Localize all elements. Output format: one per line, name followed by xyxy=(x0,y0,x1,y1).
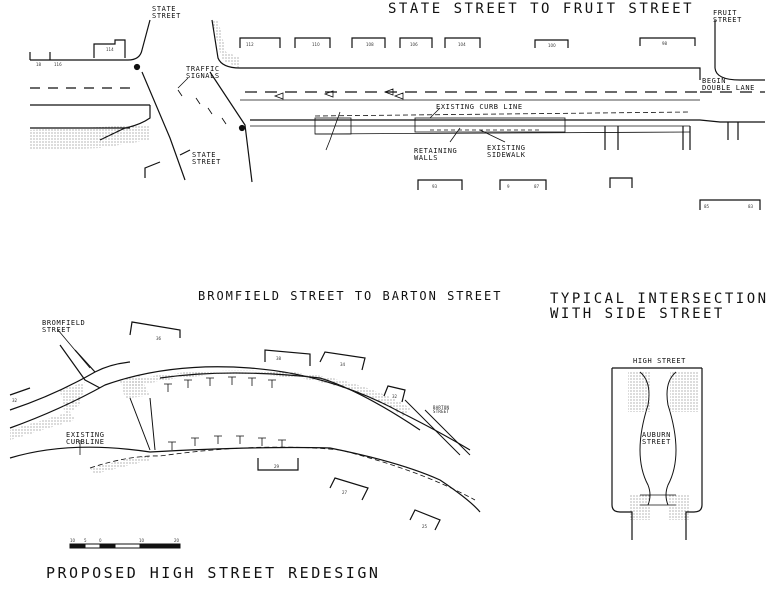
title-typical-intersection: TYPICAL INTERSECTION WITH SIDE STREET xyxy=(550,292,769,321)
label-existing-sidewalk: EXISTING SIDEWALK xyxy=(487,144,526,160)
label-line: STATE xyxy=(152,5,177,13)
building-number: 29 xyxy=(274,464,280,469)
label-begin-double-lane: BEGIN DOUBLE LANE xyxy=(702,77,755,93)
label-traffic-signals: TRAFFIC SIGNALS xyxy=(186,65,220,81)
label-line: WALLS xyxy=(414,154,439,163)
title-typical-line-2: WITH SIDE STREET xyxy=(550,305,725,322)
label-line: STREET xyxy=(42,326,71,335)
label-line: CURBLINE xyxy=(66,438,105,447)
label-line: EXISTING xyxy=(66,431,105,439)
label-line: BARTON xyxy=(433,405,450,410)
leader-lines xyxy=(57,77,506,455)
top-plan xyxy=(29,19,765,210)
building-number: 108 xyxy=(366,42,374,47)
label-fruit-street: FRUIT STREET xyxy=(713,9,742,25)
building-number: 36 xyxy=(156,336,162,341)
title-typical-line-1: TYPICAL INTERSECTION xyxy=(550,291,769,307)
label-line: BROMFIELD xyxy=(42,319,86,327)
building-number: 106 xyxy=(410,42,418,47)
building-number: 114 xyxy=(106,47,114,52)
building-number: 104 xyxy=(458,42,466,47)
scale-tick: 10 xyxy=(139,538,145,543)
building-number: 87 xyxy=(534,184,540,189)
label-barton-street: BARTON STREET xyxy=(433,405,450,415)
title-top: STATE STREET TO FRUIT STREET xyxy=(388,1,695,17)
label-auburn-street: AUBURN STREET xyxy=(642,431,671,447)
building-number: 9 xyxy=(507,184,510,189)
building-number: 116 xyxy=(54,62,62,67)
scale-tick: 20 xyxy=(174,538,180,543)
label-line: STREET xyxy=(713,16,742,25)
scale-tick: 10 xyxy=(70,538,76,543)
label-existing-curbline: EXISTING CURBLINE xyxy=(66,431,105,447)
building-number: 93 xyxy=(432,184,438,189)
building-number: 112 xyxy=(246,42,254,47)
label-line: SIDEWALK xyxy=(487,151,526,160)
building-number: 110 xyxy=(312,42,320,47)
label-line: EXISTING xyxy=(487,144,526,152)
scale-tick: 0 xyxy=(99,538,102,543)
title-main: PROPOSED HIGH STREET REDESIGN xyxy=(46,564,381,582)
title-middle: BROMFIELD STREET TO BARTON STREET xyxy=(198,289,503,303)
label-state-street-top: STATE STREET xyxy=(152,5,181,21)
label-line: STREET xyxy=(192,158,221,167)
label-line: DOUBLE LANE xyxy=(702,84,755,93)
building-number: 83 xyxy=(748,204,754,209)
label-retaining-walls: RETAINING WALLS xyxy=(414,147,458,163)
middle-plan xyxy=(9,321,481,531)
label-line: STREET xyxy=(152,12,181,21)
building-number: 98 xyxy=(662,41,668,46)
label-line: STATE xyxy=(192,151,217,159)
label-existing-curb-line: EXISTING CURB LINE xyxy=(436,103,523,111)
label-line: RETAINING xyxy=(414,147,458,155)
label-line: BEGIN xyxy=(702,77,727,85)
label-line: TRAFFIC xyxy=(186,65,220,73)
label-line: STREET xyxy=(642,438,671,447)
label-line: STREET xyxy=(433,409,450,415)
label-line: SIGNALS xyxy=(186,72,220,81)
scale-tick: 5 xyxy=(84,538,87,543)
building-number: 32 xyxy=(392,394,398,399)
building-number: 18 xyxy=(36,62,42,67)
typical-intersection xyxy=(611,367,703,540)
building-number: 27 xyxy=(342,490,348,495)
label-line: FRUIT xyxy=(713,9,738,17)
building-number: 85 xyxy=(704,204,710,209)
building-number: 25 xyxy=(422,524,428,529)
label-state-street-bottom: STATE STREET xyxy=(192,151,221,167)
building-number: 100 xyxy=(548,43,556,48)
building-number: 34 xyxy=(340,362,346,367)
label-line: AUBURN xyxy=(642,431,671,439)
label-bromfield-street: BROMFIELD STREET xyxy=(42,319,86,335)
label-high-street: HIGH STREET xyxy=(633,357,686,365)
building-number: 38 xyxy=(276,356,282,361)
building-number: 32 xyxy=(12,398,18,403)
scale-bar xyxy=(69,543,181,549)
